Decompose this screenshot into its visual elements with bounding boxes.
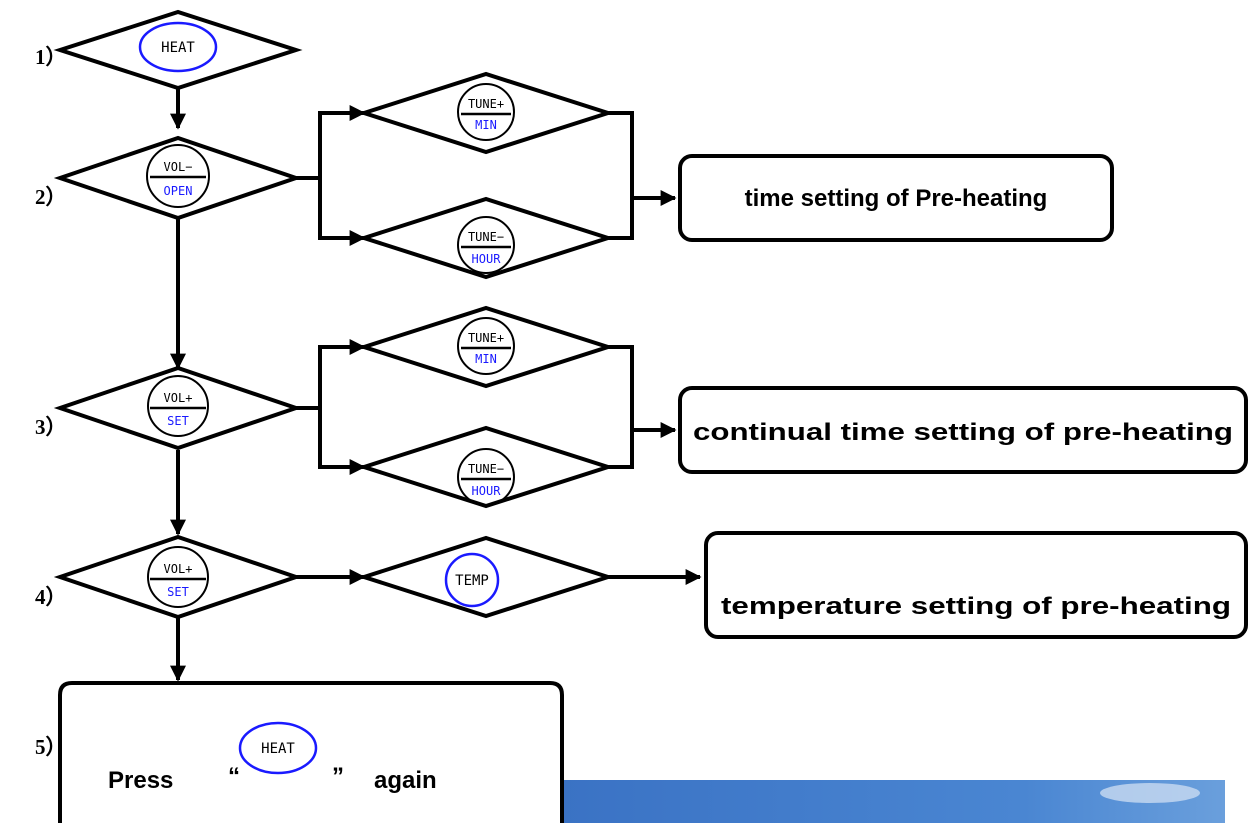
vol-plus-label: VOL+ (164, 391, 193, 405)
step-2-min-decision: TUNE+ MIN (357, 71, 615, 155)
continual-time-text: continual time setting of pre-heating (693, 419, 1233, 446)
set-label: SET (167, 414, 189, 428)
tune-minus-hour-button-icon-2 (457, 448, 515, 506)
heat-button-icon-2 (238, 721, 318, 775)
vol-minus-open-button-icon (146, 144, 210, 208)
tune-minus-hour-button-icon (457, 216, 515, 274)
temperature-text: temperature setting of pre-heating (721, 593, 1231, 620)
hour-label: HOUR (472, 252, 502, 266)
background-photo (555, 780, 1225, 823)
step-label-4: 4） (35, 585, 67, 609)
vol-plus-set-button-icon-2 (147, 546, 209, 608)
open-quote: “ (228, 763, 240, 790)
hour-label-2: HOUR (472, 484, 502, 498)
vol-minus-label: VOL− (164, 160, 193, 174)
press-text: Press (108, 767, 173, 794)
step-4-temp-decision: TEMP (357, 535, 615, 619)
step-4-decision: VOL+ SET (53, 534, 303, 620)
min-label-2: MIN (475, 352, 497, 366)
close-quote: ” (332, 763, 344, 790)
again-text: again (374, 767, 437, 794)
connectors (170, 87, 702, 682)
tune-plus-min-button-icon (457, 83, 515, 141)
tune-minus-label: TUNE− (468, 230, 504, 244)
temperature-box: temperature setting of pre-heating (704, 531, 1248, 639)
step-label-2: 2） (35, 185, 67, 209)
heat-button-label: HEAT (161, 40, 195, 56)
step-5-box: Press “ HEAT ” again (58, 681, 564, 823)
vol-plus-label-2: VOL+ (164, 562, 193, 576)
step-1-decision: HEAT (53, 9, 303, 91)
preheat-time-box: time setting of Pre-heating (678, 154, 1114, 242)
temp-button-label: TEMP (455, 573, 489, 589)
step-3-hour-decision: TUNE− HOUR (357, 425, 615, 509)
step-label-3: 3） (35, 415, 67, 439)
tune-plus-min-button-icon-2 (457, 317, 515, 375)
heat-button-icon (138, 21, 218, 73)
open-label: OPEN (164, 184, 193, 198)
set-label-2: SET (167, 585, 189, 599)
min-label: MIN (475, 118, 497, 132)
tune-plus-label-2: TUNE+ (468, 331, 504, 345)
step-3-decision: VOL+ SET (53, 365, 303, 451)
heat-button-label-2: HEAT (261, 741, 295, 757)
tune-plus-label: TUNE+ (468, 97, 504, 111)
step-2-hour-decision: TUNE− HOUR (357, 196, 615, 280)
tune-minus-label-2: TUNE− (468, 462, 504, 476)
step-3-min-decision: TUNE+ MIN (357, 305, 615, 389)
continual-time-box: continual time setting of pre-heating (678, 386, 1248, 474)
temp-button-icon (444, 552, 500, 608)
vol-plus-set-button-icon (147, 375, 209, 437)
step-2-decision: VOL− OPEN (53, 135, 303, 221)
preheat-time-text: time setting of Pre-heating (745, 185, 1048, 212)
